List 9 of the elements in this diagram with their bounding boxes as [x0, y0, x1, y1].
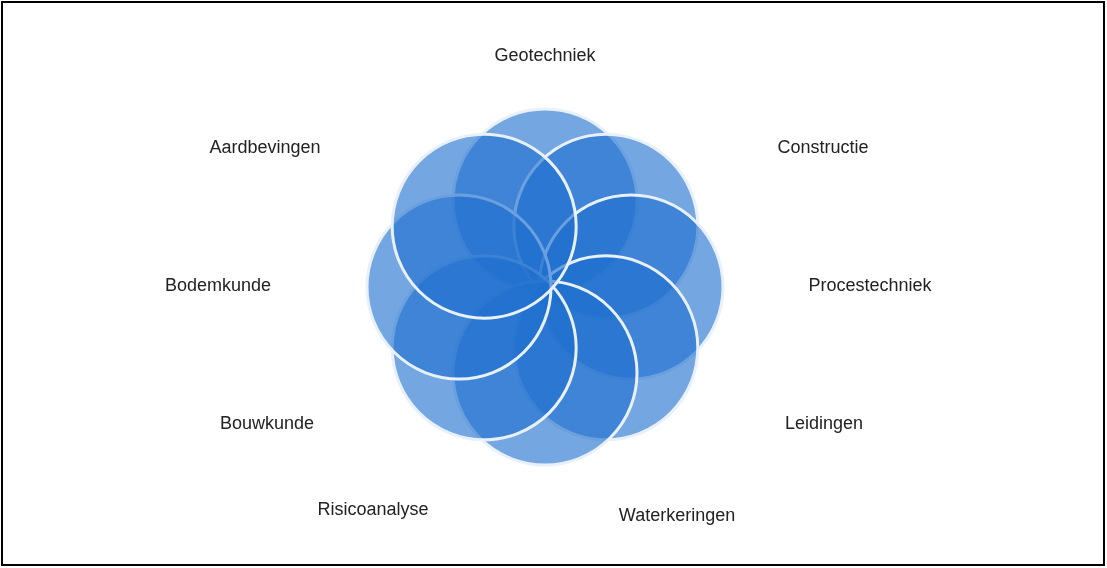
discipline-label: Bodemkunde	[164, 273, 272, 297]
discipline-label: Waterkeringen	[618, 503, 736, 527]
discipline-label: Bouwkunde	[219, 411, 315, 435]
discipline-label: Leidingen	[784, 411, 864, 435]
discipline-label: Aardbevingen	[209, 135, 321, 159]
discipline-label: Geotechniek	[494, 43, 596, 67]
discipline-label: Constructie	[777, 135, 869, 159]
discipline-label: Procestechniek	[808, 273, 932, 297]
discipline-label: Risicoanalyse	[317, 497, 429, 521]
